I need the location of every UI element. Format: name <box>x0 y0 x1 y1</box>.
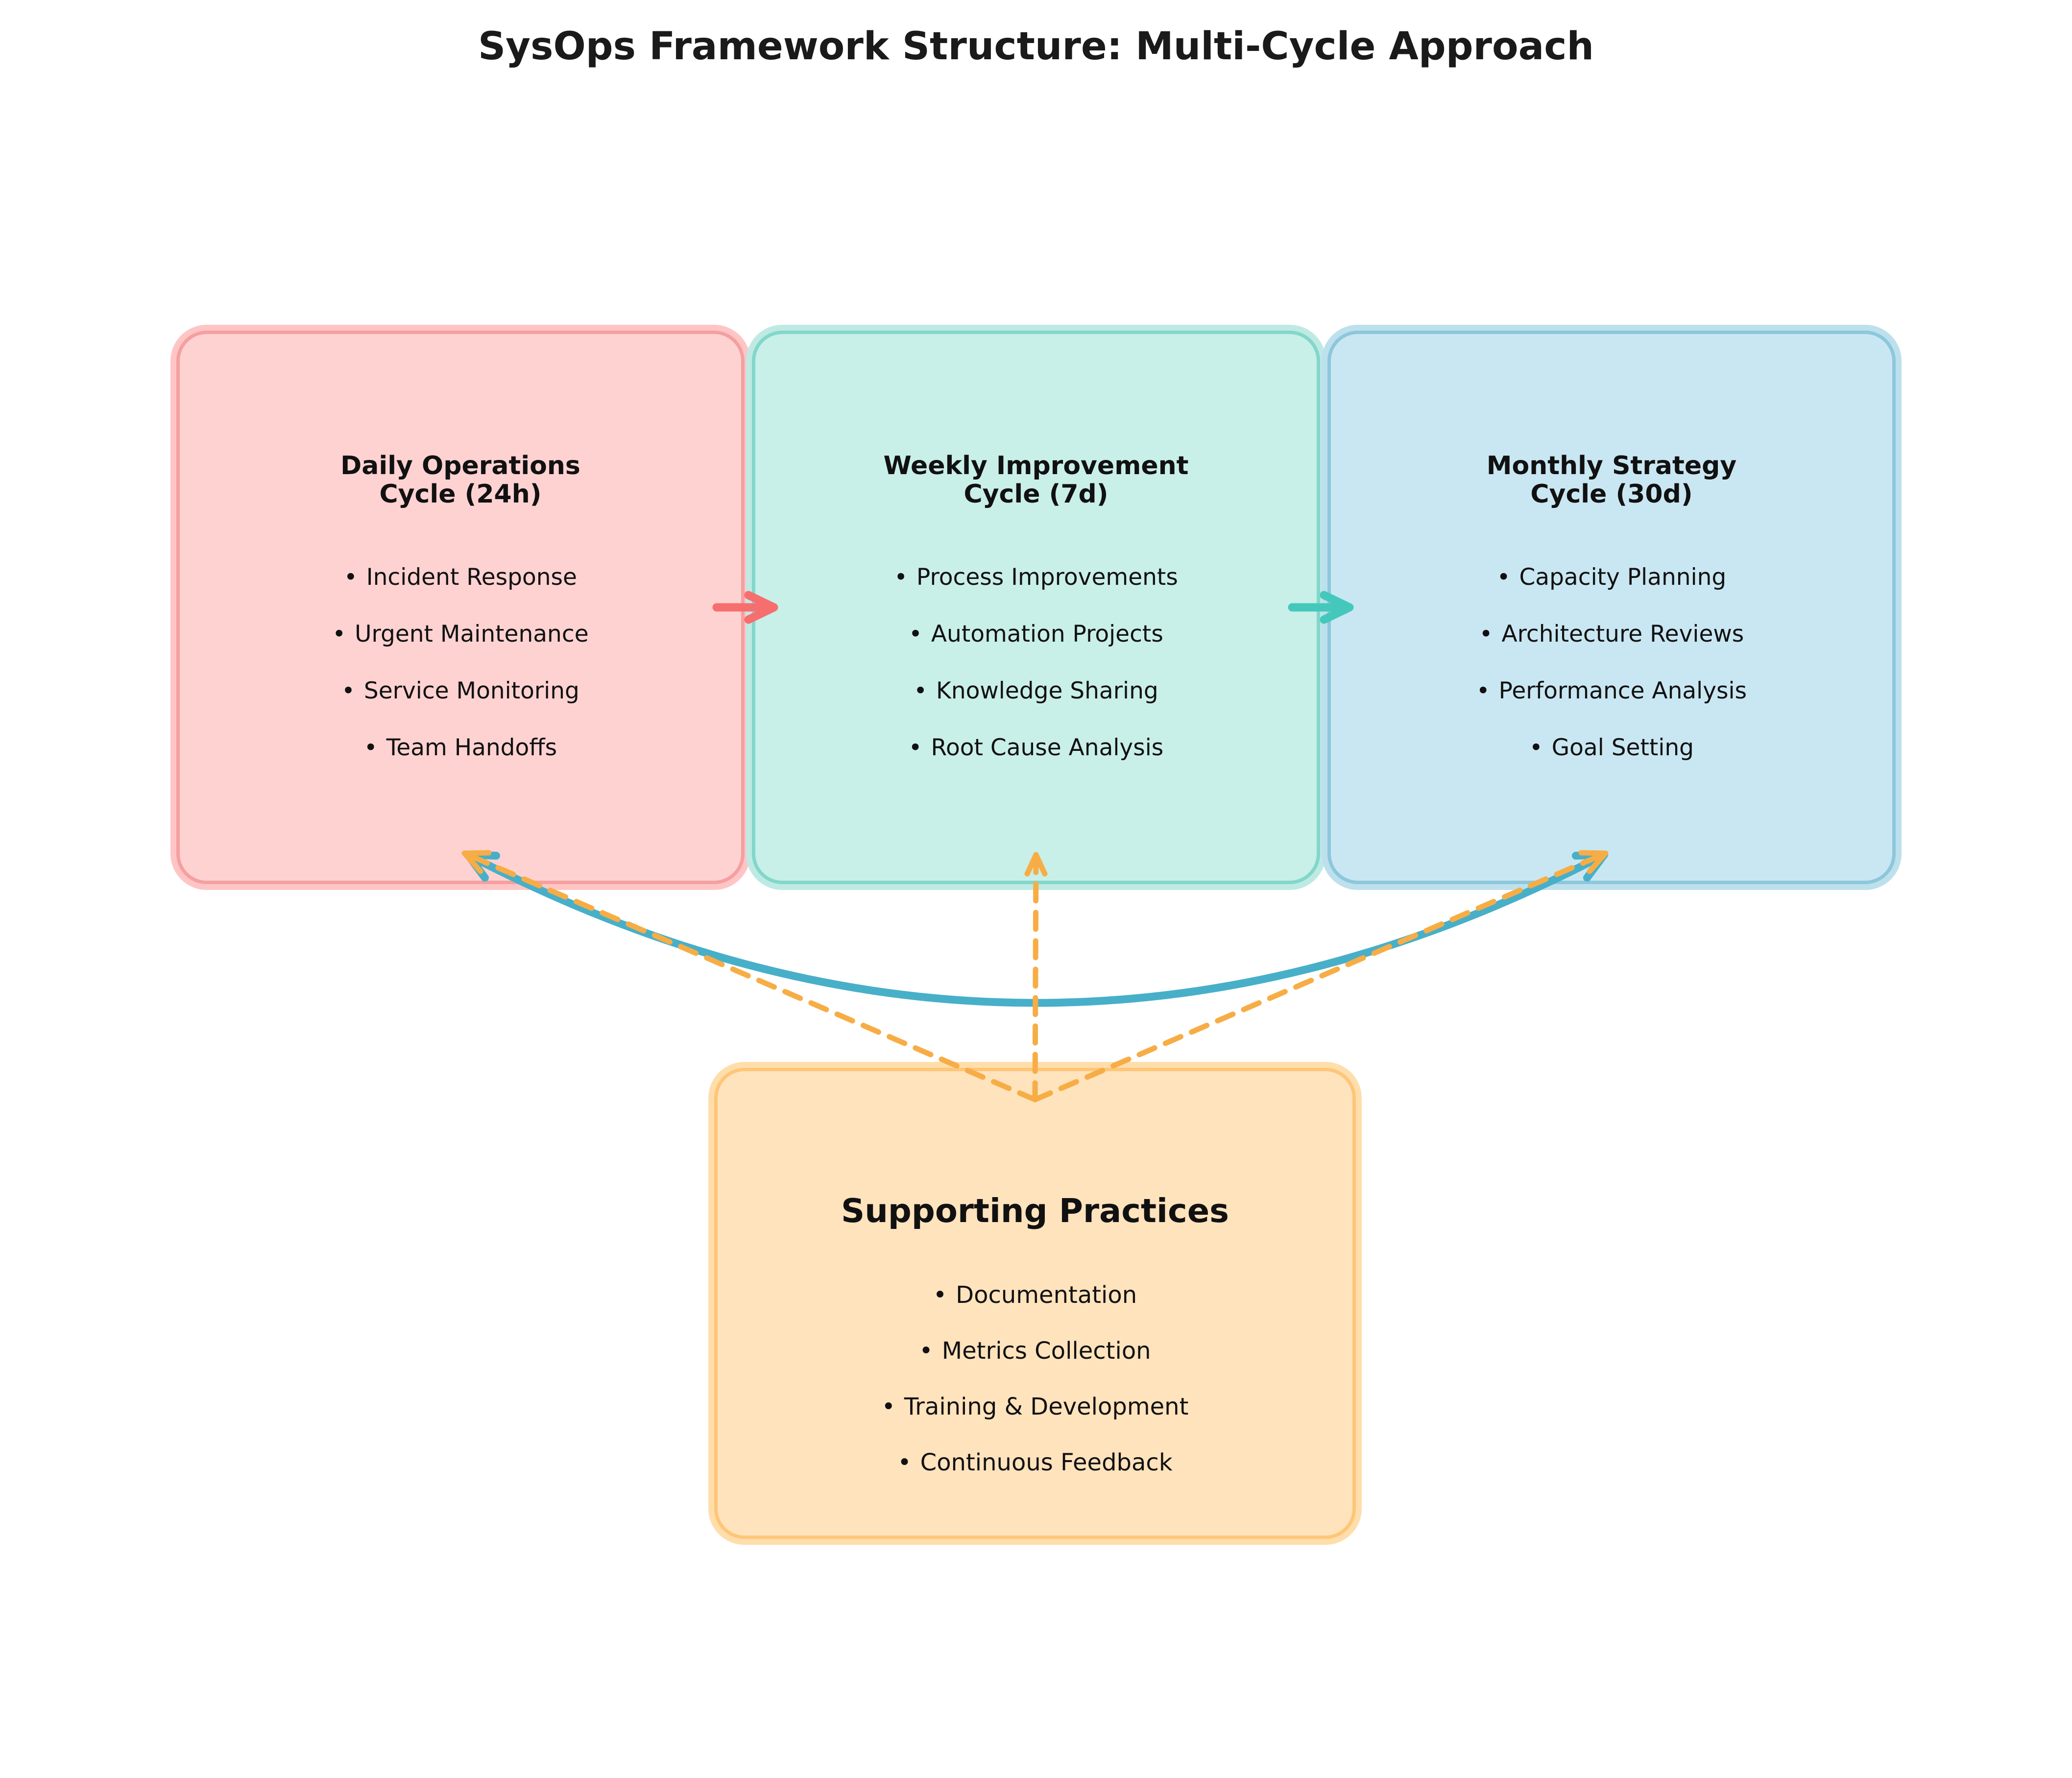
dashed-arrow-shaft <box>461 850 1038 1103</box>
list-item-label: Training & Development <box>904 1393 1189 1420</box>
box-title-line1: Weekly Improvement <box>883 451 1189 481</box>
box-title: Daily Operations Cycle (24h) <box>180 452 741 508</box>
bullet-icon: • <box>894 563 908 591</box>
bullet-icon: • <box>1496 563 1511 591</box>
list-item: • Continuous Feedback <box>718 1435 1352 1490</box>
list-item: • Knowledge Sharing <box>755 662 1317 719</box>
list-item: • Root Cause Analysis <box>755 719 1317 776</box>
list-item-label: Incident Response <box>366 563 577 591</box>
support-to-weekly-dashed-arrow <box>1024 852 1048 1103</box>
box-title: Monthly Strategy Cycle (30d) <box>1331 452 1892 508</box>
list-item-label: Root Cause Analysis <box>931 734 1164 761</box>
list-item: • Incident Response <box>180 549 741 605</box>
box-title-line2: Cycle (24h) <box>379 480 542 509</box>
page-title: SysOps Framework Structure: Multi-Cycle … <box>478 24 1594 69</box>
list-item-label: Performance Analysis <box>1498 677 1747 704</box>
box-title: Supporting Practices <box>841 1192 1229 1230</box>
list-item: • Architecture Reviews <box>1331 605 1892 662</box>
box-title-line2: Cycle (7d) <box>964 480 1108 509</box>
bullet-icon: • <box>1476 677 1490 704</box>
bullet-icon: • <box>332 620 346 648</box>
bullet-list: • Incident Response • Urgent Maintenance •… <box>180 549 741 776</box>
daily-operations-box: Daily Operations Cycle (24h) • Incident R… <box>176 331 745 884</box>
list-item-label: Knowledge Sharing <box>936 677 1158 704</box>
bullet-icon: • <box>914 677 927 704</box>
list-item-label: Capacity Planning <box>1519 563 1727 591</box>
bullet-icon: • <box>881 1393 895 1420</box>
bullet-icon: • <box>1529 734 1543 761</box>
list-item: • Service Monitoring <box>180 662 741 719</box>
bullet-icon: • <box>897 1449 912 1476</box>
bullet-list: • Process Improvements • Automation Projec… <box>755 549 1317 776</box>
list-item: • Capacity Planning <box>1331 549 1892 605</box>
supporting-practices-box: Supporting Practices • Documentation • Met… <box>714 1068 1356 1539</box>
list-item-label: Continuous Feedback <box>920 1449 1173 1476</box>
list-item: • Performance Analysis <box>1331 662 1892 719</box>
support-to-daily-dashed-arrow <box>461 850 1038 1103</box>
list-item-label: Team Handoffs <box>386 734 557 761</box>
list-item: • Goal Setting <box>1331 719 1892 776</box>
list-item-label: Service Monitoring <box>363 677 579 704</box>
list-item: • Urgent Maintenance <box>180 605 741 662</box>
dashed-arrow-shaft <box>1032 850 1609 1103</box>
bullet-icon: • <box>933 1281 947 1309</box>
bullet-icon: • <box>908 734 922 761</box>
list-item-label: Goal Setting <box>1551 734 1694 761</box>
bullet-icon: • <box>363 734 378 761</box>
support-to-monthly-dashed-arrow <box>1032 850 1609 1103</box>
bullet-icon: • <box>909 620 922 648</box>
list-item: • Training & Development <box>718 1379 1352 1435</box>
list-item-label: Documentation <box>956 1281 1137 1309</box>
list-item-label: Automation Projects <box>931 620 1163 648</box>
dashed-arrow-shaft <box>1032 852 1039 1103</box>
box-title: Weekly Improvement Cycle (7d) <box>755 452 1317 508</box>
bullet-list: • Capacity Planning • Architecture Reviews… <box>1331 549 1892 776</box>
monthly-strategy-box: Monthly Strategy Cycle (30d) • Capacity P… <box>1327 331 1896 884</box>
bullet-list: • Documentation • Metrics Collection • Trai… <box>718 1267 1352 1490</box>
box-title-line1: Daily Operations <box>340 451 580 481</box>
bullet-icon: • <box>341 677 355 704</box>
bullet-icon: • <box>919 1337 933 1365</box>
bullet-icon: • <box>1479 620 1493 648</box>
list-item: • Metrics Collection <box>718 1323 1352 1379</box>
box-title-line2: Cycle (30d) <box>1530 480 1693 509</box>
list-item-label: Metrics Collection <box>941 1337 1151 1365</box>
list-item: • Automation Projects <box>755 605 1317 662</box>
list-item-label: Process Improvements <box>916 563 1178 591</box>
box-title-line1: Monthly Strategy <box>1486 451 1737 481</box>
list-item-label: Architecture Reviews <box>1501 620 1744 648</box>
bullet-icon: • <box>344 563 358 591</box>
list-item: • Documentation <box>718 1267 1352 1323</box>
list-item: • Team Handoffs <box>180 719 741 776</box>
list-item-label: Urgent Maintenance <box>355 620 589 648</box>
list-item: • Process Improvements <box>755 549 1317 605</box>
weekly-improvement-box: Weekly Improvement Cycle (7d) • Process I… <box>752 331 1320 884</box>
